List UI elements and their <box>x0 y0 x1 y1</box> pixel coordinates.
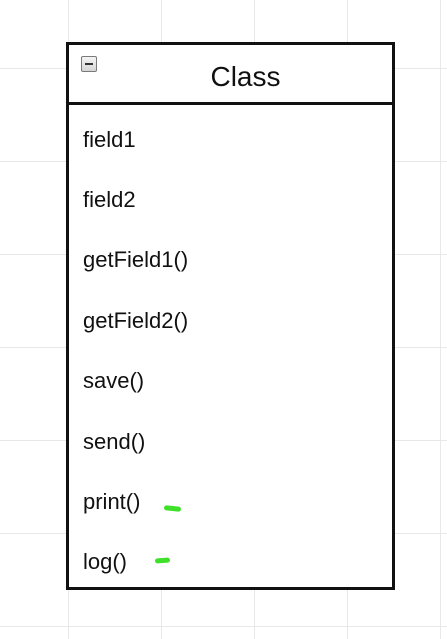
member-field1[interactable]: field1 <box>83 127 136 152</box>
member-save[interactable]: save() <box>83 368 145 393</box>
member-getfield1[interactable]: getField1() <box>83 247 189 272</box>
member-field2[interactable]: field2 <box>83 187 136 212</box>
green-highlight-mark-print <box>163 505 182 512</box>
collapse-toggle-icon[interactable] <box>81 56 97 72</box>
member-print[interactable]: print() <box>83 489 141 514</box>
member-log[interactable]: log() <box>83 549 128 574</box>
member-getfield2[interactable]: getField2() <box>83 308 189 333</box>
class-header[interactable]: Class <box>69 45 392 105</box>
uml-class-box[interactable]: Class field1 field2 getField1() getField… <box>66 42 395 590</box>
member-send[interactable]: send() <box>83 429 146 454</box>
class-name[interactable]: Class <box>210 61 281 92</box>
green-highlight-mark-log <box>154 557 171 564</box>
